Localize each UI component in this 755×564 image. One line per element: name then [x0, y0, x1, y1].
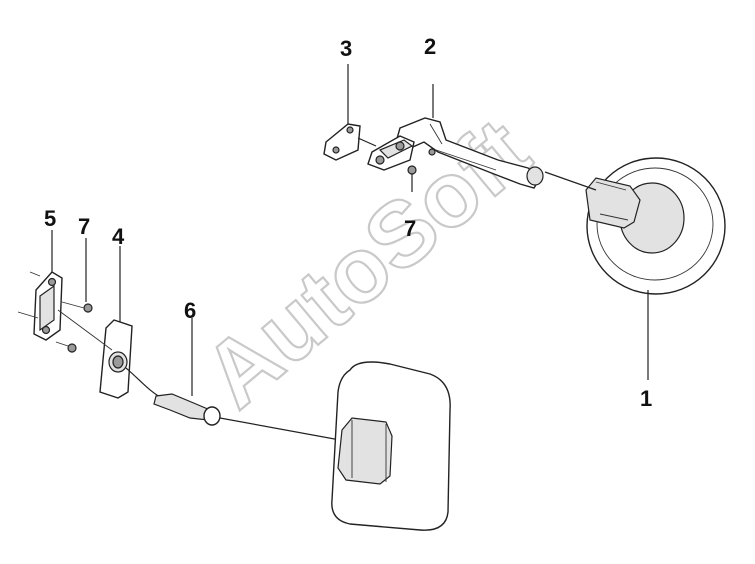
mirror-arm-part — [367, 84, 544, 189]
callout-4: 4 — [112, 224, 125, 249]
round-mirror-part — [544, 157, 726, 295]
rectangular-mirror-part — [331, 361, 451, 531]
screw-upper-part — [407, 165, 417, 192]
screw-left-part — [55, 238, 93, 353]
adapter-block-part — [57, 246, 133, 399]
callout-7-upper: 7 — [404, 216, 416, 241]
callout-1: 1 — [640, 386, 652, 411]
callout-2: 2 — [424, 34, 436, 59]
bracket-plate-part — [323, 64, 377, 161]
cable-joint-part — [125, 318, 341, 441]
callout-5: 5 — [44, 206, 56, 231]
callout-7-left: 7 — [78, 214, 90, 239]
mounting-clip-part — [17, 230, 63, 341]
callout-3: 3 — [340, 36, 352, 61]
callout-6: 6 — [184, 298, 196, 323]
